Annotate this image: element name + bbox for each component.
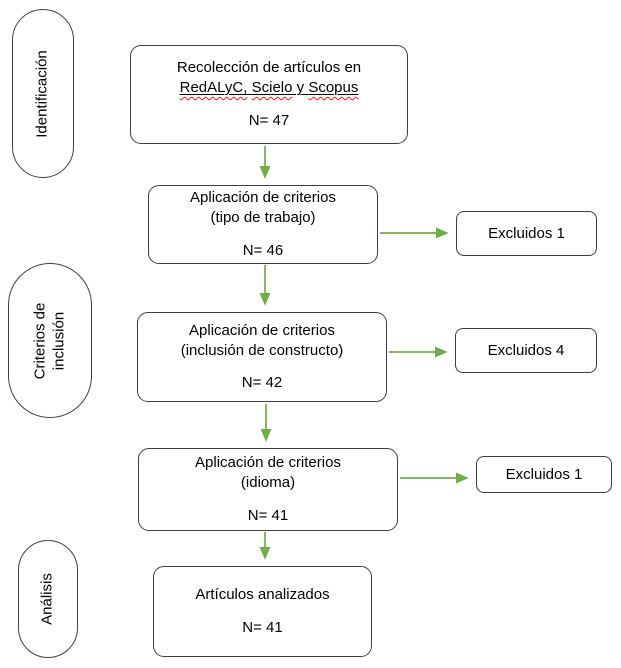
step-constructo-count: N= 42 bbox=[241, 374, 283, 392]
stage-analisis: Análisis bbox=[18, 540, 78, 658]
step-constructo-line2: (inclusión de constructo) bbox=[180, 341, 344, 359]
step-tipo-count: N= 46 bbox=[242, 241, 284, 259]
step-idioma-line1: Aplicación de criterios bbox=[195, 454, 341, 472]
stage-identificacion: Identificación bbox=[12, 9, 74, 178]
step-final-line1: Artículos analizados bbox=[195, 586, 330, 604]
step-tipo-box: Aplicación de criterios (tipo de trabajo… bbox=[148, 185, 378, 264]
step-idioma-box: Aplicación de criterios (idioma) N= 41 bbox=[138, 448, 398, 531]
stage-criterios-inclusion-label: Criterios de inclusión bbox=[31, 302, 67, 379]
step-final-box: Artículos analizados N= 41 bbox=[153, 566, 372, 657]
excluded-box-2-label: Excluidos 4 bbox=[487, 341, 565, 359]
step-constructo-line1: Aplicación de criterios bbox=[189, 321, 335, 339]
step-tipo-line2: (tipo de trabajo) bbox=[210, 209, 316, 227]
step-final-count: N= 41 bbox=[242, 619, 283, 636]
step-tipo-line1: Aplicación de criterios bbox=[190, 189, 336, 207]
step-idioma-line2: (idioma) bbox=[240, 474, 296, 492]
step-idioma-count: N= 41 bbox=[247, 506, 289, 524]
stage-identificacion-label: Identificación bbox=[33, 49, 51, 138]
step-collect-count: N= 47 bbox=[248, 111, 290, 129]
excluded-box-2: Excluidos 4 bbox=[455, 328, 597, 373]
stage-analisis-label: Análisis bbox=[38, 573, 56, 625]
excluded-box-1-label: Excluidos 1 bbox=[488, 224, 565, 242]
excluded-box-3-label: Excluidos 1 bbox=[505, 465, 583, 483]
step-constructo-box: Aplicación de criterios (inclusión de co… bbox=[137, 312, 387, 402]
step-collect-line1: Recolección de artículos en bbox=[176, 59, 362, 77]
excluded-box-3: Excluidos 1 bbox=[476, 456, 612, 493]
step-collect-box: Recolección de artículos en RedALyC, Sci… bbox=[130, 45, 408, 144]
step-collect-sources: RedALyC, Scielo y Scopus bbox=[179, 79, 359, 97]
stage-criterios-inclusion: Criterios de inclusión bbox=[8, 263, 92, 418]
excluded-box-1: Excluidos 1 bbox=[456, 211, 597, 256]
